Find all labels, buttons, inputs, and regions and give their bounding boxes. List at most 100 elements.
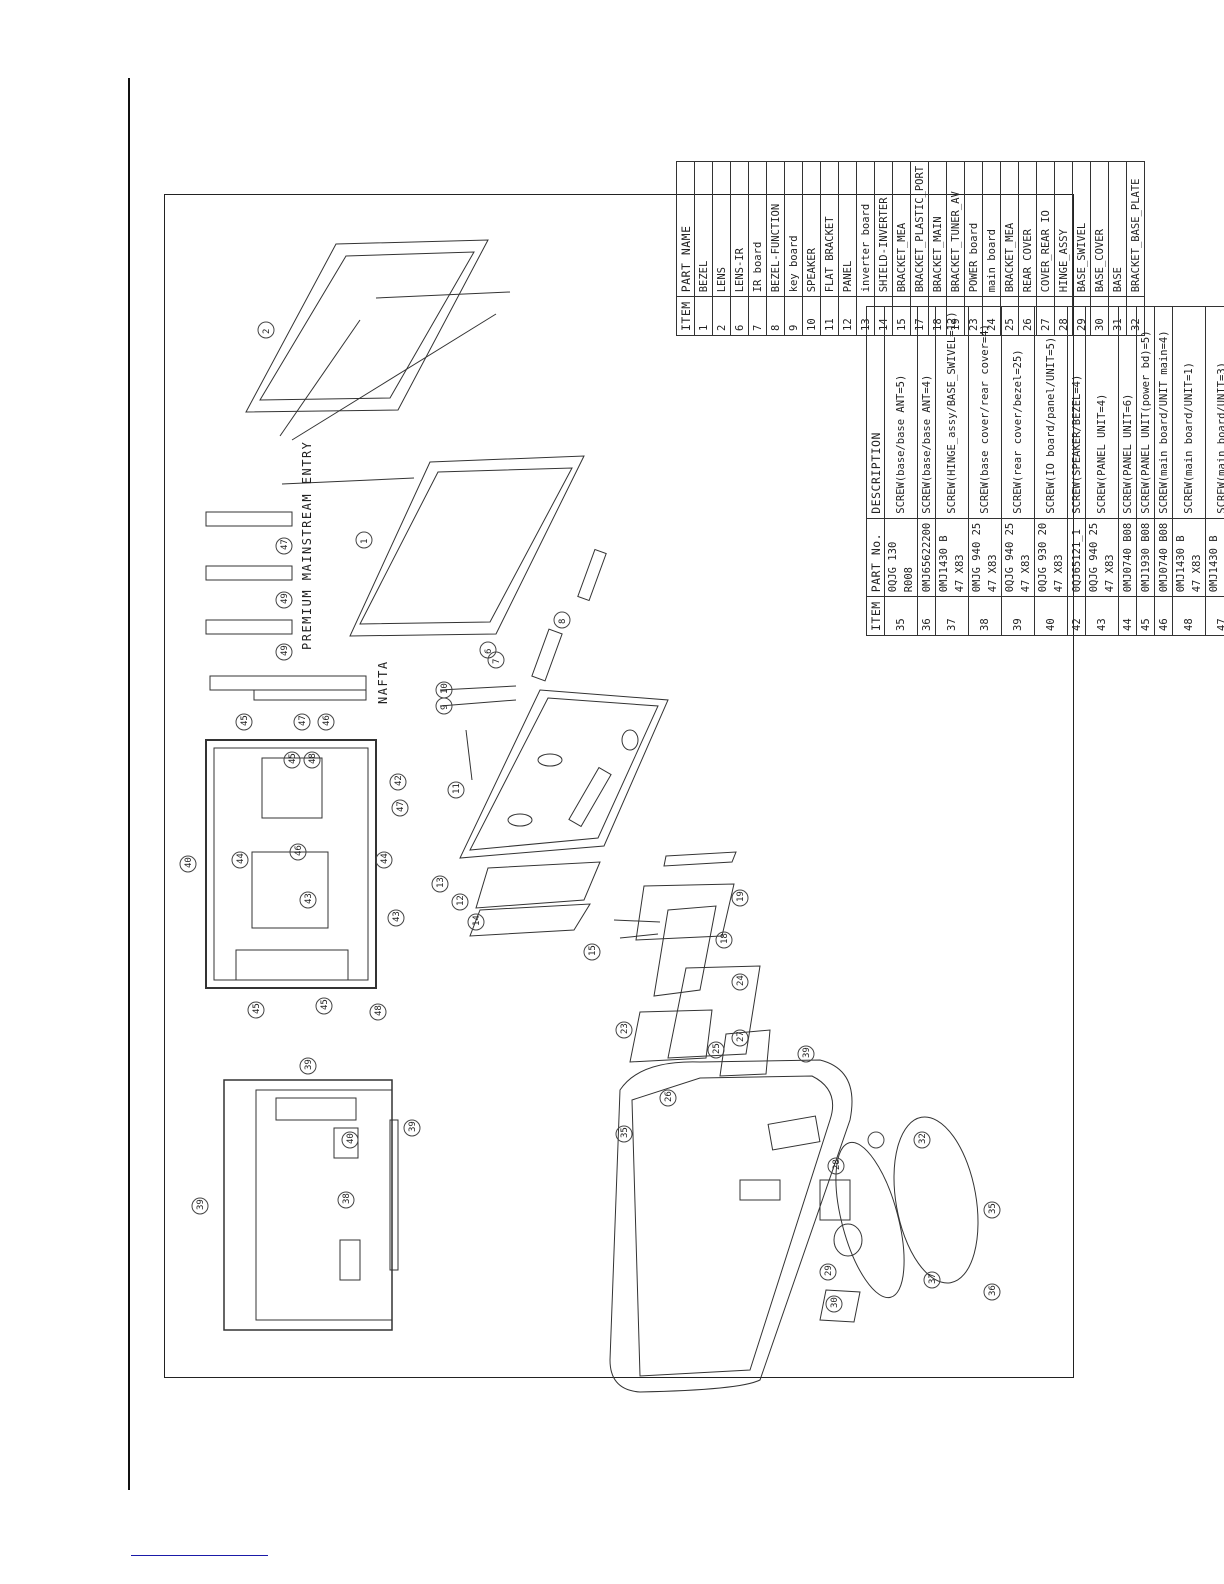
page-margin-rule bbox=[128, 78, 130, 1490]
balloon-label: 47 bbox=[280, 539, 290, 550]
balloon-label: 44 bbox=[380, 853, 390, 864]
rear-panel-view bbox=[223, 1079, 399, 1331]
part-no-cell: 0MJ1430 B 47 X83 bbox=[1205, 518, 1224, 597]
description-cell: SCREW(base cover/rear cover=4) bbox=[968, 306, 1002, 519]
balloon-label: 44 bbox=[236, 853, 246, 864]
balloon-label: 46 bbox=[322, 715, 332, 726]
balloon-label: 2 bbox=[262, 328, 272, 334]
small-parts bbox=[439, 548, 771, 1077]
part-name-cell: BRACKET_BASE_PLATE bbox=[1126, 161, 1145, 297]
balloon-label: 30 bbox=[830, 1297, 840, 1308]
item-cell: 8 bbox=[766, 296, 785, 336]
balloon-label: 23 bbox=[620, 1023, 630, 1034]
part-no-cell: 0MJ1930 B08 bbox=[1136, 518, 1155, 597]
part-name-cell: BRACKET_PLASTIC_PORT bbox=[910, 161, 929, 297]
balloon-label: 37 bbox=[928, 1273, 938, 1284]
description-cell: SCREW(base/base ANT=5) bbox=[884, 306, 918, 519]
part-name-cell: main board bbox=[982, 161, 1001, 297]
balloon-label: 26 bbox=[664, 1091, 674, 1102]
balloon-label: 32 bbox=[918, 1133, 928, 1144]
balloon-label: 13 bbox=[436, 877, 446, 888]
part-no-cell: 0QJG 930 20 47 X83 bbox=[1034, 518, 1068, 597]
col-description-header: DESCRIPTION bbox=[866, 306, 885, 519]
balloon-label: 46 bbox=[294, 845, 304, 856]
description-cell: SCREW(PANEL UNIT(power bd)=5) bbox=[1136, 306, 1155, 519]
part-name-cell: POWER board bbox=[964, 161, 983, 297]
balloon-label: 6 bbox=[484, 648, 494, 654]
part-name-cell: LENS bbox=[712, 161, 731, 297]
screw-table-header: ITEM PART No. DESCRIPTION bbox=[866, 306, 885, 636]
balloon-label: 7 bbox=[492, 658, 502, 664]
rear-cover bbox=[609, 1059, 853, 1393]
item-cell: 42 bbox=[1067, 596, 1086, 636]
item-cell: 44 bbox=[1118, 596, 1137, 636]
balloon-label: 35 bbox=[620, 1127, 630, 1138]
description-cell: SCREW(PANEL UNIT=6) bbox=[1118, 306, 1137, 519]
item-cell: 40 bbox=[1034, 596, 1068, 636]
balloon-label: 39 bbox=[304, 1059, 314, 1070]
balloon-label: 29 bbox=[824, 1265, 834, 1276]
part-name-cell: COVER_REAR IO bbox=[1036, 161, 1055, 297]
balloon-label: 19 bbox=[736, 891, 746, 902]
balloon-circles bbox=[179, 321, 1001, 1313]
balloon-label: 48 bbox=[374, 1005, 384, 1016]
description-cell: SCREW(main board/UNIT=1) bbox=[1172, 306, 1206, 519]
balloon-label: 28 bbox=[832, 1159, 842, 1170]
view-caption: NAFTA bbox=[376, 660, 390, 704]
balloon-label: 42 bbox=[394, 775, 404, 786]
balloon-label: 14 bbox=[472, 915, 482, 926]
part-no-cell: 0MJ0740 B08 bbox=[1118, 518, 1137, 597]
balloon-label: 8 bbox=[558, 618, 568, 624]
balloon-label: 38 bbox=[342, 1193, 352, 1204]
description-cell: SCREW(SPEAKER/BEZEL=4) bbox=[1067, 306, 1086, 519]
item-cell: 2 bbox=[712, 296, 731, 336]
balloon-label: 47 bbox=[298, 715, 308, 726]
item-cell: 11 bbox=[820, 296, 839, 336]
lens-frame bbox=[245, 239, 511, 485]
part-no-cell: 0QJG 130 R008 bbox=[884, 518, 918, 597]
part-no-cell: 0QJG 940 25 47 X83 bbox=[1001, 518, 1035, 597]
balloon-label: 43 bbox=[392, 911, 402, 922]
item-cell: 46 bbox=[1154, 596, 1173, 636]
part-name-cell: BEZEL bbox=[694, 161, 713, 297]
balloon-label: 49 bbox=[280, 593, 290, 604]
balloon-label: 11 bbox=[452, 783, 462, 794]
part-name-cell: BRACKET_MEA bbox=[1000, 161, 1019, 297]
balloon-label: 10 bbox=[440, 683, 450, 694]
part-name-cell: BRACKET_MEA bbox=[892, 161, 911, 297]
description-cell: SCREW(PANEL UNIT=4) bbox=[1085, 306, 1119, 519]
part-no-cell: 0MJ1430 B 47 X83 bbox=[935, 518, 969, 597]
part-name-cell: REAR COVER bbox=[1018, 161, 1037, 297]
balloon-label: 15 bbox=[588, 945, 598, 956]
balloon-label: 39 bbox=[196, 1199, 206, 1210]
part-no-cell: 0QJG 940 25 47 X83 bbox=[1085, 518, 1119, 597]
part-name-cell: FLAT BRACKET bbox=[820, 161, 839, 297]
item-cell: 39 bbox=[1001, 596, 1035, 636]
balloon-label: 24 bbox=[736, 975, 746, 986]
balloon-label: 40 bbox=[184, 857, 194, 868]
part-name-cell: BRACKET_MAIN bbox=[928, 161, 947, 297]
balloon-label: 39 bbox=[408, 1121, 418, 1132]
balloon-label: 36 bbox=[988, 1285, 998, 1296]
part-name-cell: key board bbox=[784, 161, 803, 297]
part-no-cell: 0QJ65121_1 bbox=[1067, 518, 1086, 597]
footnote-rule bbox=[131, 1555, 268, 1556]
description-cell: SCREW(main board/UNIT=3) bbox=[1205, 306, 1224, 519]
balloon-label: 9 bbox=[440, 704, 450, 710]
col-part-no-header: PART No. bbox=[866, 518, 885, 597]
part-name-cell: HINGE_ASSY bbox=[1054, 161, 1073, 297]
